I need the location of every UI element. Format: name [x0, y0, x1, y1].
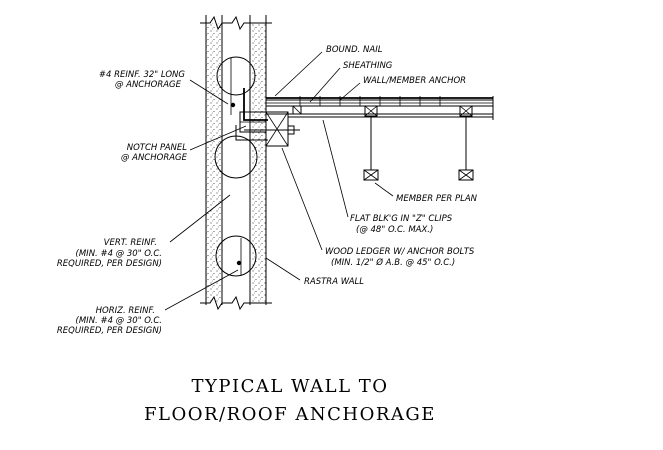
callout-reinf-32-line1: #4 REINF. 32" LONG — [99, 70, 186, 80]
callout-member-per-plan: MEMBER PER PLAN — [396, 194, 478, 204]
callout-vert-reinf-line1: VERT. REINF. — [104, 238, 157, 248]
callout-horiz-reinf-line3: REQUIRED, PER DESIGN) — [57, 326, 162, 336]
leader-lines — [164, 51, 394, 311]
callout-reinf-32-line2: @ ANCHORAGE — [115, 80, 182, 90]
title-line2: FLOOR/ROOF ANCHORAGE — [144, 404, 436, 425]
callout-wood-ledger-line2: (MIN. 1/2" Ø A.B. @ 45" O.C.) — [331, 257, 455, 268]
callout-vert-reinf-line2: (MIN. #4 @ 30" O.C. — [76, 249, 162, 259]
callout-flat-blkg: FLAT BLK'G IN "Z" CLIPS (@ 48" O.C. MAX.… — [350, 214, 453, 235]
floor-framing — [265, 96, 494, 181]
callout-rastra-wall: RASTRA WALL — [304, 277, 364, 287]
callout-notch-panel: NOTCH PANEL @ ANCHORAGE — [121, 143, 188, 163]
rastra-wall — [200, 15, 272, 311]
callout-reinf-32: #4 REINF. 32" LONG @ ANCHORAGE — [99, 70, 186, 90]
callout-horiz-reinf: HORIZ. REINF. (MIN. #4 @ 30" O.C. REQUIR… — [57, 306, 162, 336]
callout-sheathing: SHEATHING — [343, 61, 393, 71]
callout-flat-blkg-line2: (@ 48" O.C. MAX.) — [356, 225, 433, 235]
callout-bound-nail: BOUND. NAIL — [326, 45, 383, 55]
wood-ledger — [244, 111, 300, 147]
callout-vert-reinf: VERT. REINF. (MIN. #4 @ 30" O.C. REQUIRE… — [57, 238, 162, 269]
callout-vert-reinf-line3: REQUIRED, PER DESIGN) — [57, 259, 162, 269]
callout-notch-panel-line1: NOTCH PANEL — [127, 143, 188, 153]
callout-wood-ledger-line1: WOOD LEDGER W/ ANCHOR BOLTS — [325, 247, 475, 257]
callout-horiz-reinf-line2: (MIN. #4 @ 30" O.C. — [76, 316, 162, 326]
callout-notch-panel-line2: @ ANCHORAGE — [121, 153, 188, 163]
callout-horiz-reinf-line1: HORIZ. REINF. — [96, 306, 155, 316]
callout-wood-ledger: WOOD LEDGER W/ ANCHOR BOLTS (MIN. 1/2" Ø… — [325, 247, 475, 268]
callout-wall-member-anchor: WALL/MEMBER ANCHOR — [363, 76, 466, 86]
title-line1: TYPICAL WALL TO — [191, 376, 388, 397]
callout-flat-blkg-line1: FLAT BLK'G IN "Z" CLIPS — [350, 214, 453, 224]
